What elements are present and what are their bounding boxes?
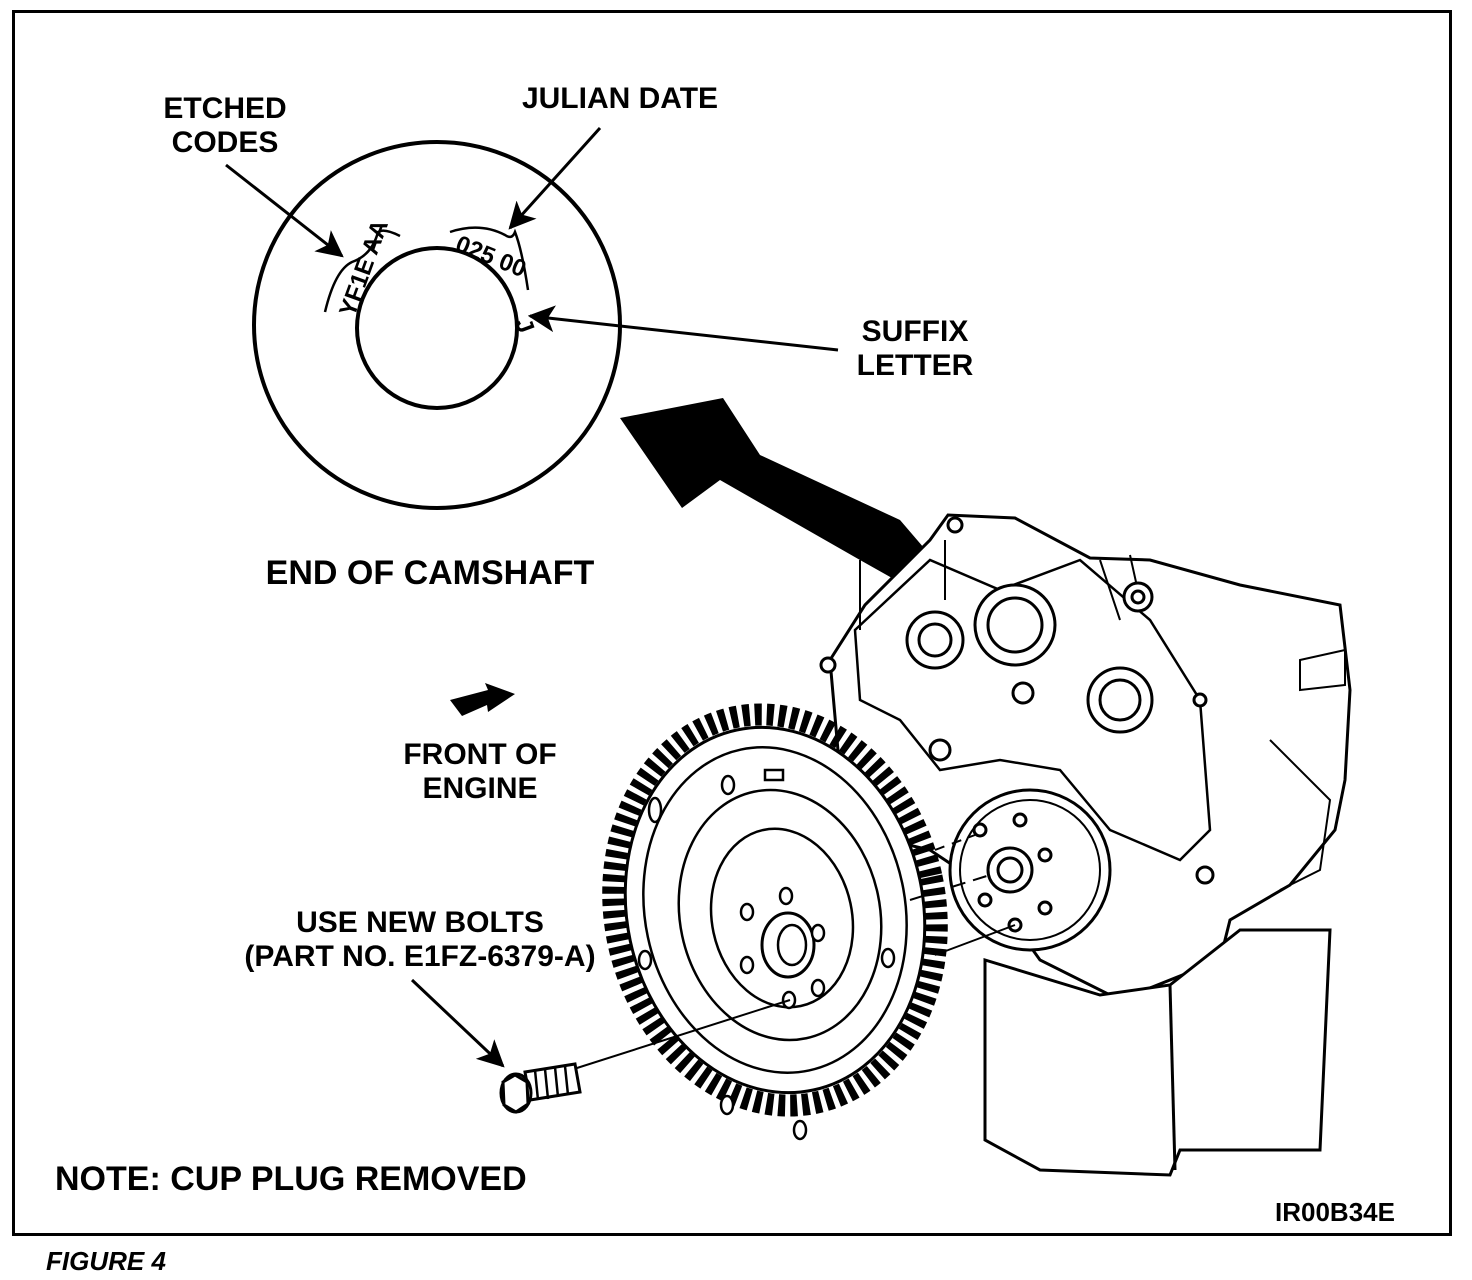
end-of-camshaft-text: END OF CAMSHAFT <box>265 554 595 592</box>
note-label: NOTE: CUP PLUG REMOVED <box>55 1160 527 1198</box>
suffix-letter-line-2: LETTER <box>856 349 974 382</box>
etched-codes-line-2: CODES <box>171 126 279 159</box>
use-new-bolts-line-2: (PART NO. E1FZ-6379-A) <box>244 940 596 973</box>
julian-date-label: JULIAN DATE <box>500 82 740 116</box>
front-of-engine-line-1: FRONT OF <box>403 738 557 771</box>
end-of-camshaft-label: END OF CAMSHAFT <box>230 554 630 592</box>
bolts-arrow <box>410 978 505 1068</box>
use-new-bolts-line-1: USE NEW BOLTS <box>296 906 544 939</box>
note-text: NOTE: CUP PLUG REMOVED <box>55 1160 527 1198</box>
julian-date-text-label: JULIAN DATE <box>521 82 719 115</box>
engine-block <box>819 513 1352 1177</box>
front-of-engine-label: FRONT OF ENGINE <box>385 738 575 806</box>
figure-caption: FIGURE 4 <box>46 1246 166 1276</box>
alignment-lines <box>554 834 1016 1076</box>
camshaft-callout-arrow <box>620 398 960 605</box>
leader-arrows <box>225 126 839 1068</box>
flywheel <box>602 703 948 1141</box>
etched-codes-arrow <box>225 163 344 258</box>
camshaft-etched-text: YF1E AA 025 00 J <box>334 216 539 336</box>
camshaft-end-view <box>252 140 622 510</box>
suffix-letter-arrow <box>527 305 839 352</box>
suffix-letter-label: SUFFIX LETTER <box>840 315 990 383</box>
drawing-code: IR00B34E <box>1275 1197 1395 1227</box>
suffix-text: J <box>509 315 539 337</box>
bolt <box>499 1062 582 1114</box>
figure-frame <box>12 10 1452 1236</box>
front-of-engine-line-2: ENGINE <box>422 772 538 805</box>
suffix-letter-line-1: SUFFIX <box>861 315 969 348</box>
etched-codes-line-1: ETCHED <box>163 92 287 125</box>
use-new-bolts-label: USE NEW BOLTS (PART NO. E1FZ-6379-A) <box>225 906 615 974</box>
front-of-engine-arrow <box>450 683 515 716</box>
etched-codes-label: ETCHED CODES <box>150 92 300 160</box>
julian-date-arrow <box>508 126 602 230</box>
